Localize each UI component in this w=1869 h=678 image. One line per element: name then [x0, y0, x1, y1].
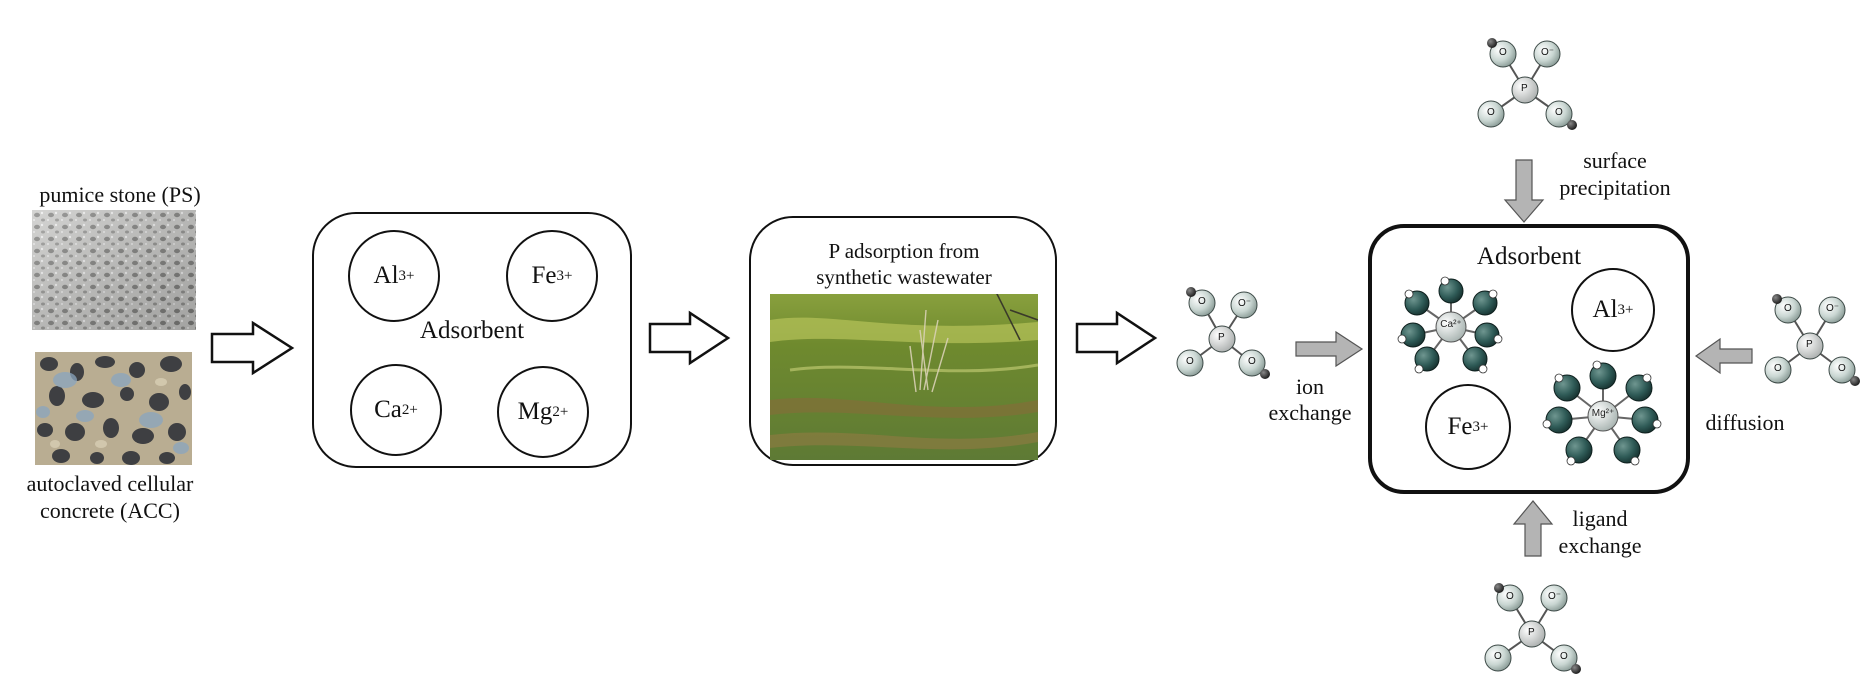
acc-label-line2: concrete (ACC)	[40, 498, 180, 523]
surface-precipitation-arrow	[1503, 159, 1545, 223]
wastewater-caption-line2: synthetic wastewater	[816, 265, 992, 289]
phosphate-bottom-o1: O	[1506, 591, 1514, 602]
phosphate-top-o4: O	[1555, 107, 1563, 118]
ion-al-symbol: Al	[373, 262, 399, 289]
mech-ion-fe-symbol: Fe	[1447, 413, 1473, 440]
flow-arrow-3	[1075, 310, 1158, 366]
phosphate-left-p: P	[1218, 332, 1225, 343]
ps-label: pumice stone (PS)	[39, 182, 201, 207]
phosphate-bottom-o4: O	[1560, 651, 1568, 662]
phosphate-right-o2: O⁻	[1826, 303, 1840, 314]
ion-mg-symbol: Mg	[517, 398, 553, 425]
diffusion-label: diffusion	[1705, 410, 1785, 435]
phosphate-top-o2: O⁻	[1541, 47, 1555, 58]
surface-precipitation-label-line1: surface	[1583, 148, 1647, 173]
ion-exchange-arrow	[1295, 330, 1364, 368]
phosphate-top-o3: O	[1487, 107, 1495, 118]
phosphate-top	[1477, 38, 1577, 130]
phosphate-top-o1: O	[1499, 47, 1507, 58]
ion-ca-symbol: Ca	[374, 396, 402, 423]
phosphate-left	[1176, 287, 1270, 379]
phosphate-right-o4: O	[1838, 363, 1846, 374]
ion-exchange-label-line2: exchange	[1268, 400, 1352, 425]
acc-concrete-image	[35, 352, 192, 465]
ligand-exchange-arrow	[1512, 500, 1554, 557]
mg-complex	[1542, 360, 1662, 466]
adsorbent-title: Adsorbent	[419, 317, 525, 344]
ion-exchange-label-line1: ion	[1295, 374, 1325, 399]
acc-label-line1: autoclaved cellular	[26, 471, 194, 496]
phosphate-right-p: P	[1806, 339, 1813, 350]
phosphate-left-o2: O⁻	[1238, 298, 1252, 309]
phosphate-left-o4: O	[1248, 356, 1256, 367]
pumice-stone-image	[32, 210, 196, 330]
mg-complex-label: Mg²⁺	[1591, 408, 1615, 419]
flow-arrow-2	[648, 310, 731, 366]
ca-complex-label: Ca²⁺	[1440, 319, 1462, 330]
ligand-exchange-label-line2: exchange	[1558, 533, 1642, 558]
surface-precipitation-label-line2: precipitation	[1559, 175, 1671, 200]
mechanism-adsorbent-title: Adsorbent	[1476, 243, 1582, 270]
phosphate-right-o3: O	[1774, 363, 1782, 374]
phosphate-bottom-o2: O⁻	[1548, 591, 1562, 602]
phosphate-top-p: P	[1521, 83, 1528, 94]
ion-fe-symbol: Fe	[531, 262, 557, 289]
mech-ion-al-symbol: Al	[1592, 296, 1618, 323]
diffusion-arrow	[1694, 337, 1753, 375]
flow-arrow-1	[210, 320, 295, 376]
phosphate-bottom-o3: O	[1494, 651, 1502, 662]
phosphate-left-o1: O	[1198, 296, 1206, 307]
wastewater-caption	[770, 236, 1038, 294]
phosphate-right	[1764, 294, 1860, 386]
wastewater-caption-line1: P adsorption from	[828, 239, 980, 263]
phosphate-left-o3: O	[1186, 356, 1194, 367]
phosphate-bottom-p: P	[1528, 627, 1535, 638]
ligand-exchange-label-line1: ligand	[1572, 506, 1628, 531]
phosphate-right-o1: O	[1784, 303, 1792, 314]
phosphate-bottom	[1484, 583, 1581, 674]
ca-complex	[1397, 276, 1503, 374]
